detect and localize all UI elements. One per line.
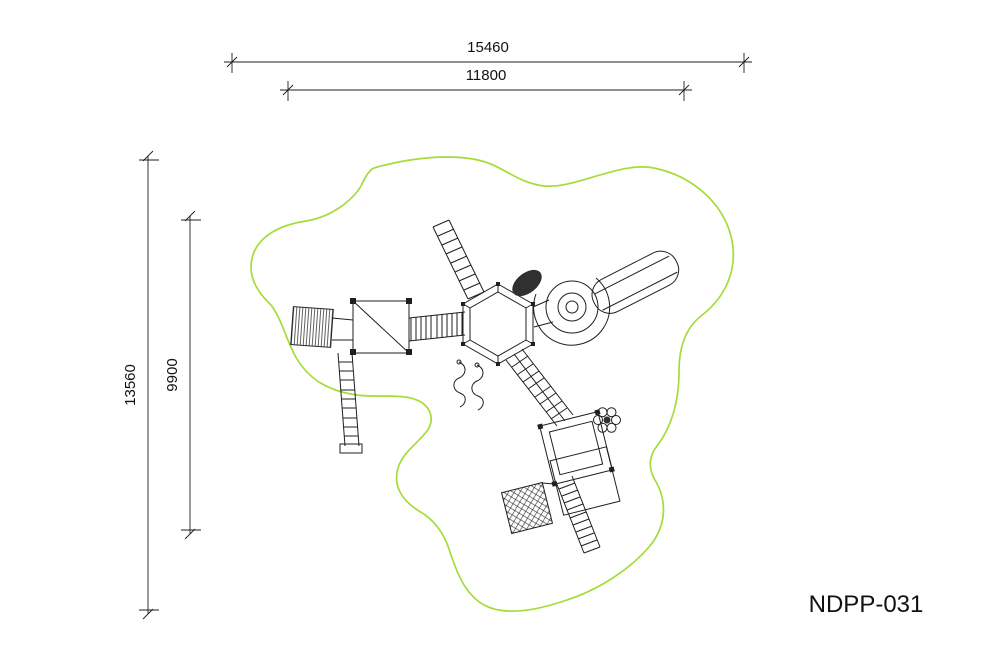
climbing-wall-panel bbox=[290, 306, 334, 348]
lower-platform-second-deck bbox=[549, 446, 621, 516]
exit-rungs bbox=[558, 482, 598, 547]
dimension-line bbox=[224, 53, 752, 73]
upper-ladder bbox=[432, 219, 485, 300]
safety-zone-boundary bbox=[250, 156, 735, 613]
wheel-petal bbox=[593, 415, 603, 425]
climbing-net-connector bbox=[541, 482, 555, 485]
playground-structure bbox=[290, 219, 680, 554]
steering-wheel bbox=[593, 407, 621, 433]
spiral-ring-1 bbox=[557, 292, 587, 322]
dimension-left-inner: 9900 bbox=[164, 210, 201, 540]
central-hex-tower bbox=[461, 282, 535, 366]
wheel-petal bbox=[606, 422, 617, 433]
platform-deck bbox=[352, 300, 410, 354]
spring-2-cap bbox=[474, 362, 480, 368]
bottom-exit-ladder bbox=[555, 475, 601, 554]
climbing-wall bbox=[290, 306, 354, 348]
tube-exit-rails bbox=[594, 255, 678, 311]
spring-1 bbox=[453, 361, 466, 408]
dimension-left-outer: 13560 bbox=[122, 150, 159, 620]
spring-2 bbox=[471, 364, 484, 411]
dimension-top-outer: 15460 bbox=[224, 39, 752, 73]
spiral-entry bbox=[532, 299, 554, 328]
dimension-value-left-outer: 13560 bbox=[122, 364, 139, 406]
net-bridge-rails bbox=[505, 348, 574, 427]
spiral-ring-3 bbox=[533, 277, 611, 346]
diagonal-net-bridge bbox=[505, 348, 574, 427]
wheel-petal bbox=[597, 422, 608, 433]
climbing-rock bbox=[512, 269, 542, 297]
ladder-rungs bbox=[339, 361, 358, 437]
left-platform bbox=[350, 298, 412, 355]
bridge-rungs bbox=[410, 312, 463, 341]
hex-braces bbox=[462, 284, 534, 364]
climbing-net bbox=[500, 481, 555, 535]
wheel-petal bbox=[611, 415, 621, 425]
climbing-net-panel bbox=[500, 481, 554, 535]
wheel-hub bbox=[603, 416, 611, 424]
climbing-wall-connectors bbox=[331, 317, 354, 341]
dimension-top-inner: 11800 bbox=[280, 67, 692, 101]
left-bridge bbox=[408, 311, 466, 342]
left-access-ladder bbox=[337, 352, 363, 454]
ladder-rungs bbox=[437, 228, 481, 291]
model-label: NDPP-031 bbox=[809, 591, 924, 618]
spring-1-cap bbox=[456, 359, 462, 365]
spiral-tube-slide bbox=[532, 250, 680, 346]
lower-platform-inner bbox=[548, 420, 604, 476]
dimension-line bbox=[139, 150, 159, 620]
tube-exit bbox=[591, 250, 680, 314]
hex-outer bbox=[462, 283, 534, 365]
dimension-value-top-inner: 11800 bbox=[466, 67, 507, 84]
ladder-foot bbox=[339, 443, 363, 454]
tube-exit-body bbox=[591, 250, 680, 314]
lower-platform-outer bbox=[539, 411, 613, 485]
dimension-value-top-outer: 15460 bbox=[467, 39, 509, 56]
dimension-line bbox=[280, 81, 692, 101]
platform-diagonal bbox=[352, 300, 410, 354]
net-bridge-rungs bbox=[511, 355, 568, 420]
spiral-ring-2 bbox=[545, 280, 599, 334]
lower-platforms bbox=[537, 409, 621, 516]
wheel-petal bbox=[606, 407, 617, 418]
spiral-core bbox=[565, 300, 579, 314]
hex-inner bbox=[469, 291, 527, 357]
dimension-line bbox=[181, 210, 201, 540]
spring-climbers bbox=[453, 359, 484, 411]
dimension-value-left-inner: 9900 bbox=[164, 358, 181, 391]
